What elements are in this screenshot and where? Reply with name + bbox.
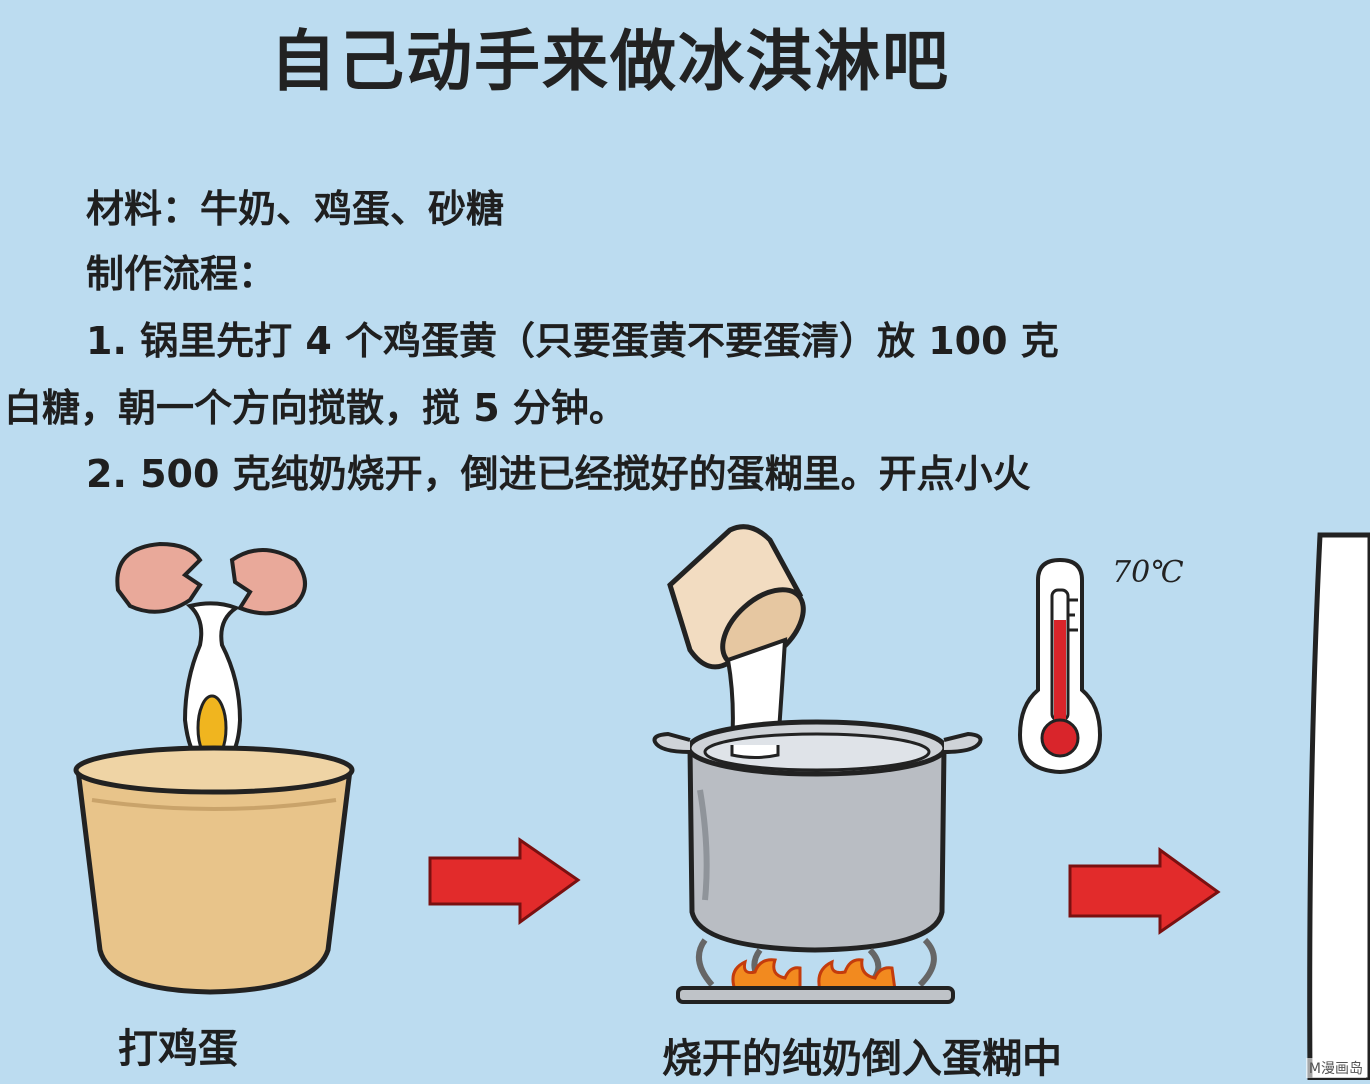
arrow-right-icon <box>1068 847 1221 935</box>
stove-icon <box>676 937 955 1004</box>
step1-line2: 白糖，朝一个方向搅散，搅 5 分钟。 <box>4 386 627 430</box>
flame-icon <box>731 958 897 992</box>
step1-line1: 1. 锅里先打 4 个鸡蛋黄（只要蛋黄不要蛋清）放 100 克 <box>86 319 1059 363</box>
thermometer-label: 70℃ <box>1112 555 1184 590</box>
process-heading: 制作流程： <box>86 252 277 296</box>
caption-beat-eggs: 打鸡蛋 <box>118 1026 238 1072</box>
refrigerator-edge <box>1307 532 1370 1080</box>
materials-line: 材料：牛奶、鸡蛋、砂糖 <box>86 187 505 231</box>
bowl-icon <box>73 745 355 995</box>
watermark: M漫画岛 <box>1305 1058 1366 1078</box>
thermometer-icon <box>1017 557 1103 775</box>
step2-line1: 2. 500 克纯奶烧开，倒进已经搅好的蛋糊里。开点小火 <box>86 452 1031 496</box>
milk-cup-icon <box>667 524 806 747</box>
arrow-right-icon <box>428 837 581 925</box>
egg-shell-icon <box>115 541 307 771</box>
page-title: 自己动手来做冰淇淋吧 <box>270 23 950 100</box>
pot-icon <box>652 719 983 953</box>
caption-pour-milk: 烧开的纯奶倒入蛋糊中 <box>662 1036 1062 1082</box>
